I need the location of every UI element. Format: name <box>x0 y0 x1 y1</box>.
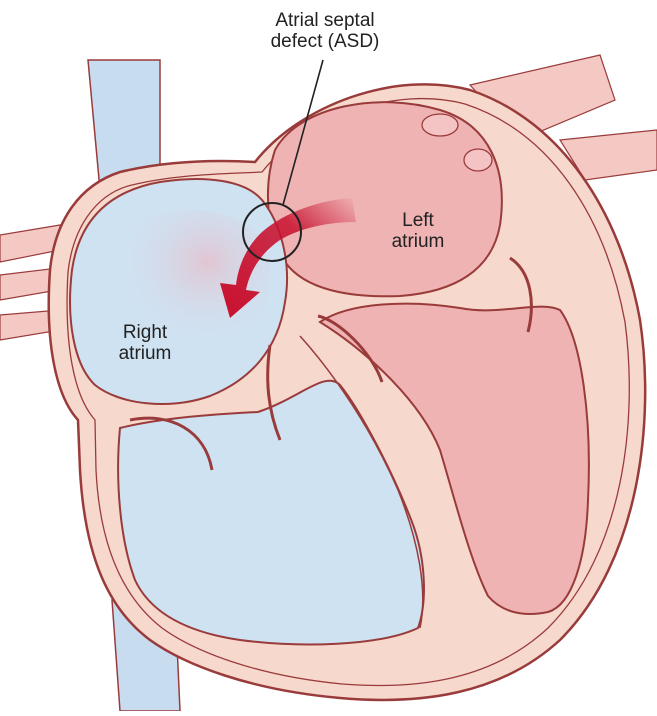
asd-label-line1: Atrial septal <box>250 10 400 31</box>
left-atrium-label-line1: Left <box>368 210 468 231</box>
right-atrium-label: Right atrium <box>95 322 195 364</box>
pulmonary-vein-opening <box>422 114 458 136</box>
pulmonary-vein-opening <box>464 149 492 171</box>
right-atrium-label-line2: atrium <box>95 343 195 364</box>
left-atrium-label-line2: atrium <box>368 231 468 252</box>
asd-label: Atrial septal defect (ASD) <box>250 10 400 52</box>
right-atrium-label-line1: Right <box>95 322 195 343</box>
asd-label-line2: defect (ASD) <box>250 31 400 52</box>
left-atrium-label: Left atrium <box>368 210 468 252</box>
